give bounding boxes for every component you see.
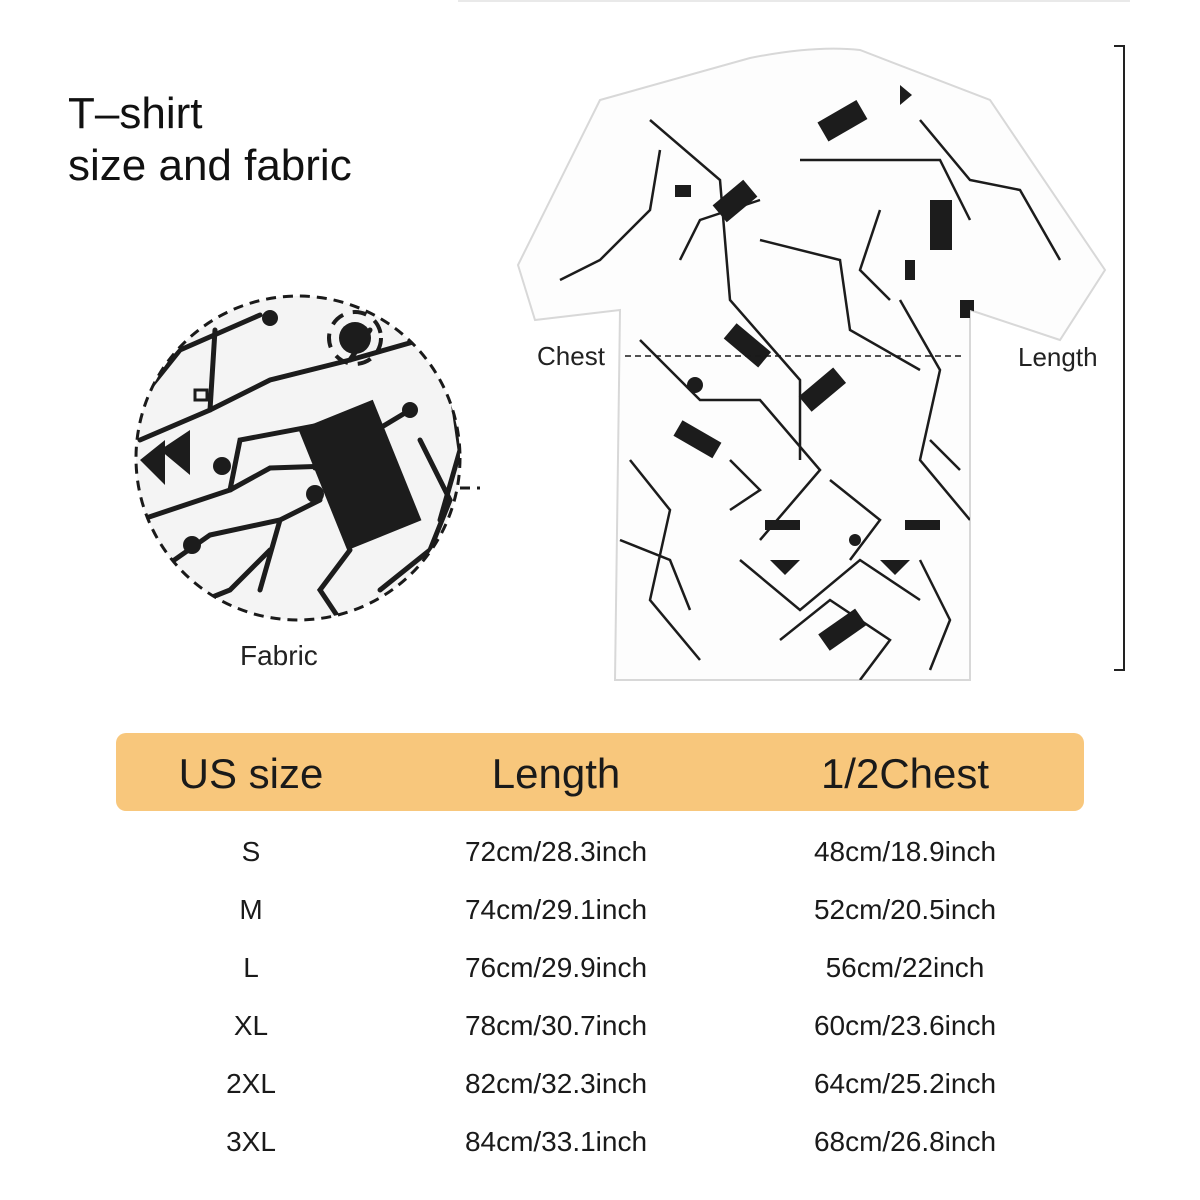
chest-cell: 64cm/25.2inch: [813, 1068, 997, 1099]
size-cell: S: [241, 836, 261, 867]
chest-label: Chest: [537, 341, 605, 371]
table-row: S 72cm/28.3inch 48cm/18.9inch: [116, 823, 1084, 881]
chest-cell: 60cm/23.6inch: [813, 1010, 997, 1041]
size-cell: 2XL: [226, 1068, 276, 1099]
table-row: L 76cm/29.9inch 56cm/22inch: [116, 939, 1084, 997]
page-title: T–shirt size and fabric: [68, 88, 352, 192]
length-cell: 72cm/28.3inch: [464, 836, 648, 867]
header-half-chest: 1/2Chest: [820, 750, 990, 797]
table-row: 2XL 82cm/32.3inch 64cm/25.2inch: [116, 1055, 1084, 1113]
size-cell: XL: [233, 1010, 269, 1041]
fabric-zoom-circle: [120, 290, 653, 630]
tshirt-illustration: [500, 40, 1140, 690]
title-line-1: T–shirt: [68, 89, 203, 138]
header-us-size: US size: [178, 750, 324, 797]
table-row: XL 78cm/30.7inch 60cm/23.6inch: [116, 997, 1084, 1055]
length-cell: 74cm/29.1inch: [464, 894, 648, 925]
length-cell: 84cm/33.1inch: [464, 1126, 648, 1157]
length-label: Length: [1018, 342, 1098, 372]
table-row: M 74cm/29.1inch 52cm/20.5inch: [116, 881, 1084, 939]
size-cell: L: [243, 952, 259, 983]
chest-cell: 52cm/20.5inch: [813, 894, 997, 925]
length-bracket: [1114, 45, 1125, 671]
size-table-header: US size Length 1/2Chest: [116, 733, 1084, 811]
length-cell: 76cm/29.9inch: [464, 952, 648, 983]
fabric-label: Fabric: [240, 640, 318, 671]
top-divider: [458, 0, 1130, 2]
chest-cell: 56cm/22inch: [825, 952, 985, 983]
chest-cell: 68cm/26.8inch: [813, 1126, 997, 1157]
size-cell: M: [239, 894, 263, 925]
header-length: Length: [491, 750, 621, 797]
length-cell: 82cm/32.3inch: [464, 1068, 648, 1099]
length-cell: 78cm/30.7inch: [464, 1010, 648, 1041]
title-line-2: size and fabric: [68, 141, 352, 190]
chest-cell: 48cm/18.9inch: [813, 836, 997, 867]
size-cell: 3XL: [226, 1126, 276, 1157]
table-row: 3XL 84cm/33.1inch 68cm/26.8inch: [116, 1113, 1084, 1171]
